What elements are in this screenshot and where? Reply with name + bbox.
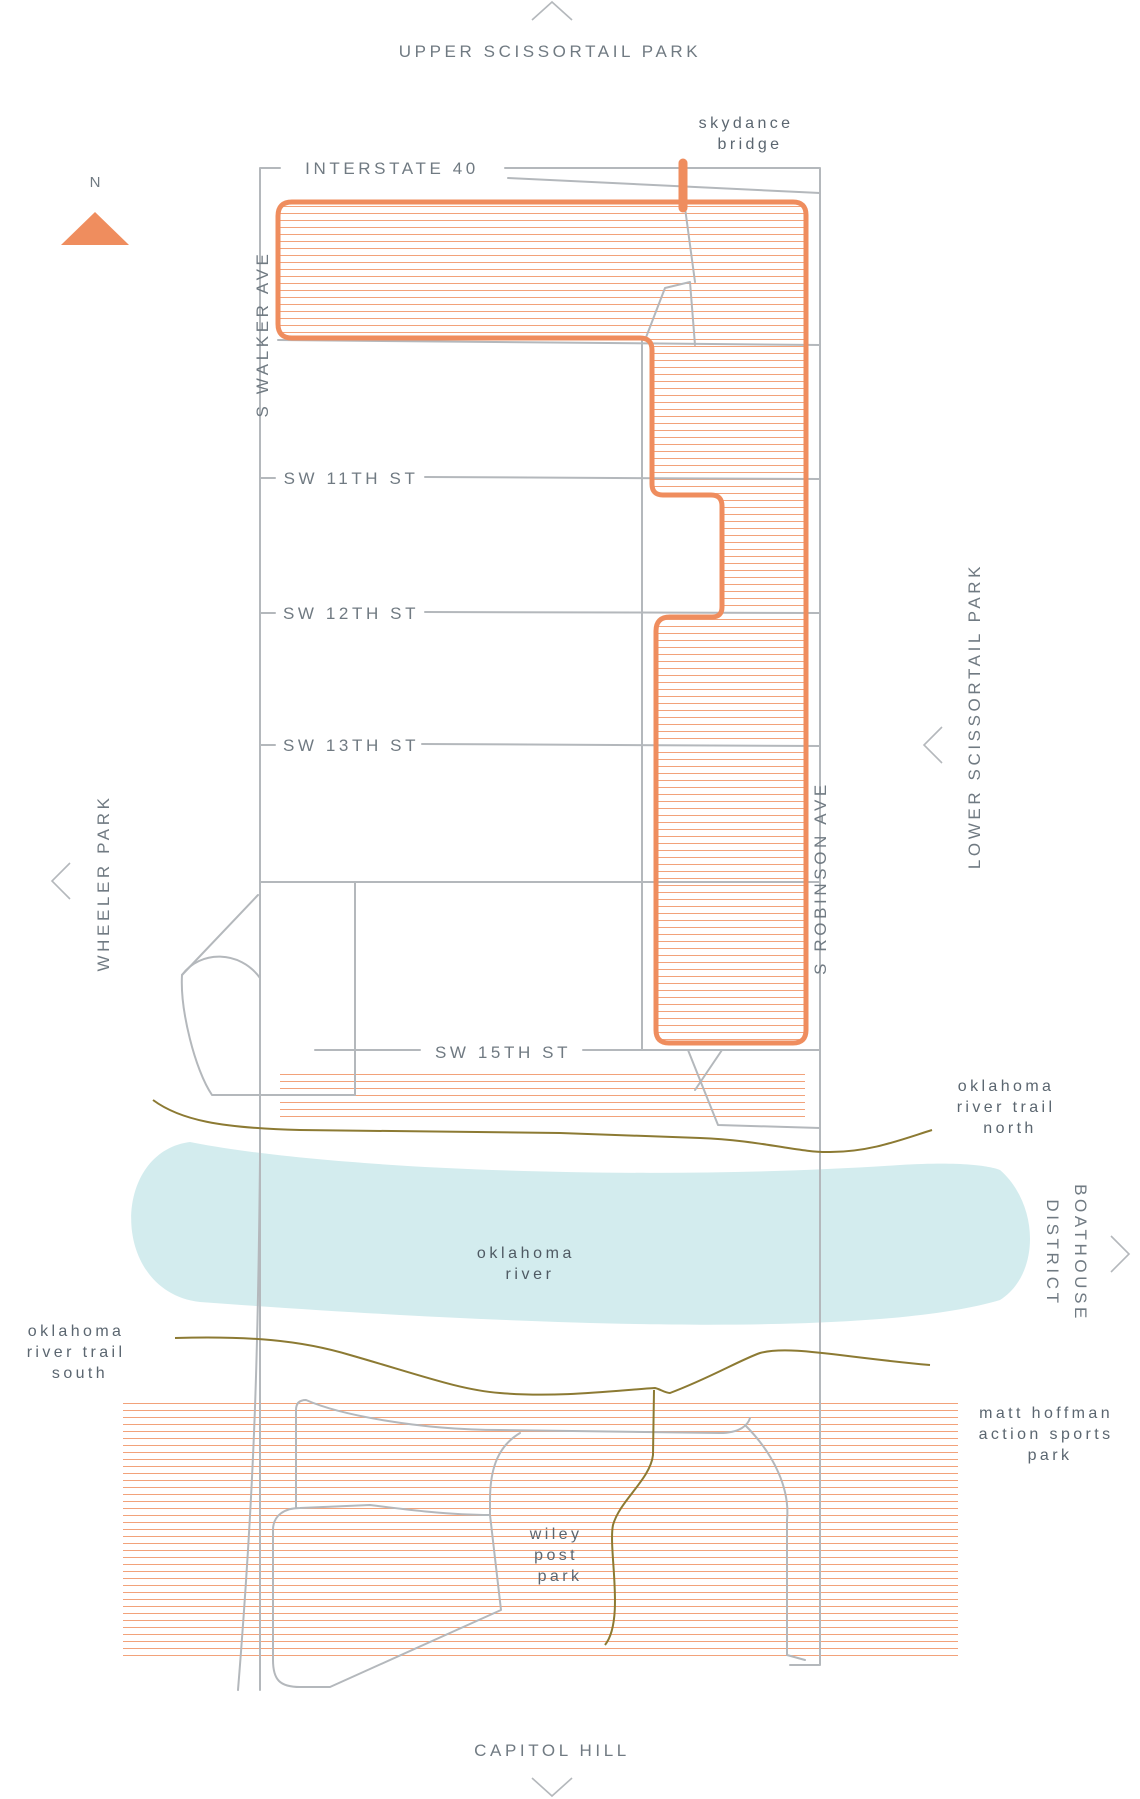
river-trail-south	[174, 1336, 931, 1396]
label-wheeler-park: WHEELER PARK	[94, 794, 113, 971]
north-arrow-icon	[61, 212, 129, 245]
label-river-trail-south: oklahoma river trail south	[27, 1323, 134, 1382]
chevron-up-icon[interactable]	[531, 0, 573, 21]
label-district: DISTRICT	[1043, 1199, 1062, 1306]
oklahoma-river	[131, 1142, 1030, 1325]
park-outline	[275, 199, 809, 1046]
label-boathouse: BOATHOUSE	[1071, 1184, 1090, 1322]
label-river-trail-north: oklahoma river trail north	[957, 1078, 1064, 1137]
label-s-walker-ave: S WALKER AVE	[253, 251, 272, 418]
label-oklahoma-river: oklahoma river	[477, 1245, 583, 1283]
label-upper-scissortail-park: UPPER SCISSORTAIL PARK	[399, 42, 701, 61]
label-sw-13th-st: SW 13TH ST	[283, 736, 419, 755]
wiley-post-hatch	[123, 1400, 958, 1657]
label-s-robinson-ave: S ROBINSON AVE	[811, 781, 830, 975]
label-lower-scissortail-park: LOWER SCISSORTAIL PARK	[965, 563, 984, 869]
road-network	[180, 167, 821, 1691]
park-hatch-fill	[278, 202, 806, 1043]
label-capitol-hill: CAPITOL HILL	[474, 1741, 630, 1760]
riverfront-hatch	[280, 1070, 805, 1120]
label-sw-15th-st: SW 15TH ST	[435, 1043, 571, 1062]
label-wiley-post-park: wiley post park	[529, 1526, 590, 1585]
chevron-left-icon-east[interactable]	[922, 726, 943, 764]
label-interstate-40: INTERSTATE 40	[305, 159, 479, 178]
label-sw-11th-st: SW 11TH ST	[284, 469, 419, 488]
north-label: N	[90, 174, 101, 191]
label-skydance-bridge: skydance bridge	[699, 115, 802, 153]
label-matt-hoffman-park: matt hoffman action sports park	[979, 1405, 1122, 1464]
chevron-down-icon[interactable]	[531, 1777, 573, 1798]
chevron-left-icon[interactable]	[50, 862, 71, 900]
label-sw-12th-st: SW 12TH ST	[283, 604, 419, 623]
chevron-right-icon[interactable]	[1110, 1235, 1131, 1273]
river-trail-north	[152, 1099, 933, 1154]
park-trail	[604, 1389, 655, 1646]
